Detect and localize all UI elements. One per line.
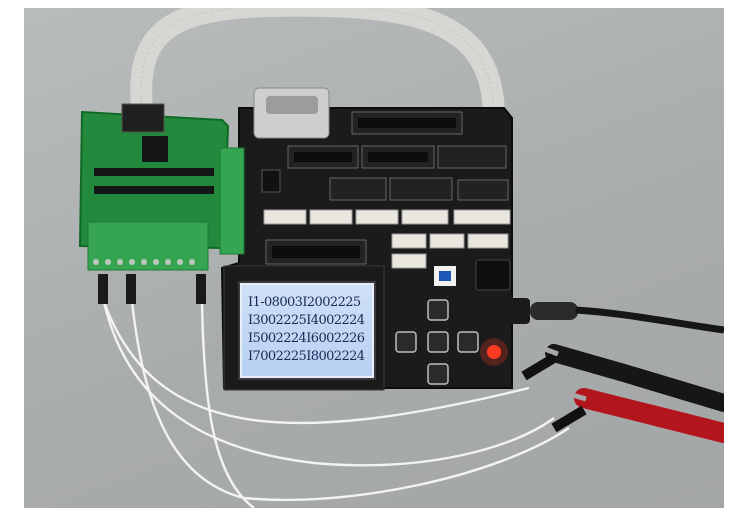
alligator-clip [551,405,587,433]
box-header [457,179,509,201]
alligator-clip [521,353,557,381]
usb-cable [575,306,724,334]
red-probe [574,388,724,443]
scene-illustration [78,8,724,508]
box-header [329,177,387,201]
white-wires [102,301,570,508]
power-led [487,345,501,359]
lcd-row-2: I3002225I4002224 [248,313,365,328]
box-header [437,145,507,169]
lcd-row-1: I1-08003I2002225 [248,295,361,310]
terminal-block-right [219,147,245,255]
ribbon-header [121,103,165,133]
lcd-row-3: I5002224I6002226 [248,331,365,346]
box-header [389,177,453,201]
ic-chip [261,169,281,193]
lcd-row-4: I7002225I8002224 [248,349,365,364]
lcd-display: I1-08003I2002225 I3002225I4002224 I50022… [240,283,374,378]
photo-scene: I1-08003I2002225 I3002225I4002224 I50022… [24,8,724,508]
jst-connectors [263,209,511,269]
black-probe [545,344,724,412]
usb-plug [494,298,530,324]
dc-jack [475,259,511,291]
tactile-buttons [395,299,479,385]
